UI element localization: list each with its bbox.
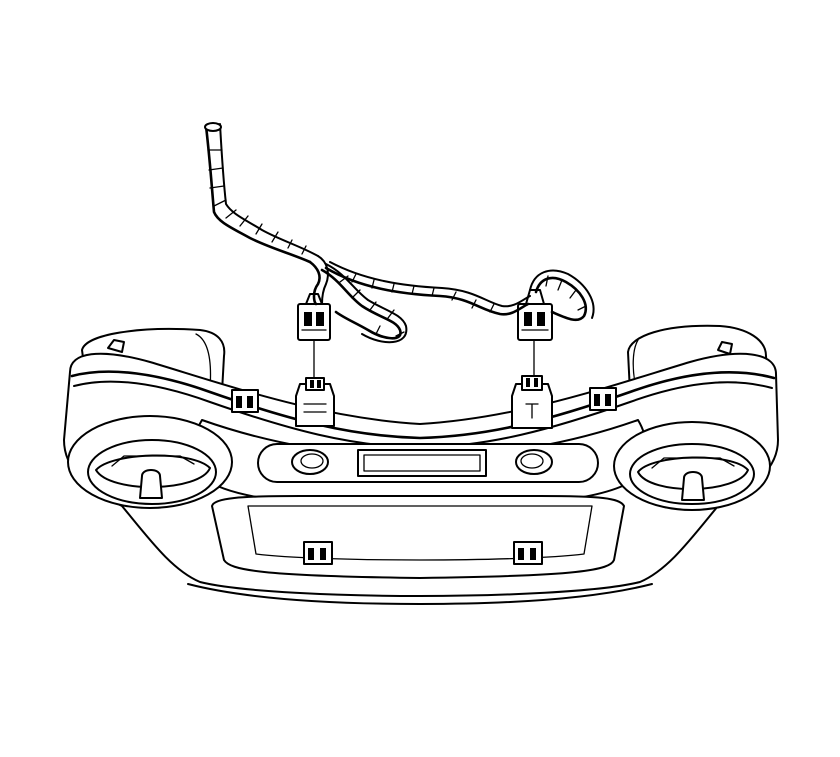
clip-upper-left [231,389,259,413]
storage-compartment [211,495,625,579]
left-socket-pin [310,380,314,388]
harness-right-loop-wrap-marks [545,275,587,311]
left-pod-tab [107,339,125,353]
harness-coil-loop-inner [325,263,408,344]
display-window [357,449,487,477]
clip-slot [247,396,253,408]
harness-left-drop [308,260,321,306]
right-control-button-inner [520,453,544,469]
right-connector-pin [524,312,532,326]
right-console-socket [511,375,553,429]
left-socket-ribs [303,403,327,413]
right-harness-connector [517,289,553,341]
left-reading-lamp [67,415,233,509]
harness-right-run [324,266,530,316]
console-bottom-edge [187,583,653,605]
left-connector-pin [316,312,324,326]
right-reading-lamp [613,421,771,511]
right-connector-body [517,303,553,341]
right-pod-tab [717,341,733,355]
clip-body [589,387,617,411]
clip-slot [605,394,611,406]
right-socket-pin [534,378,538,387]
clip-lower-left [303,541,333,565]
harness-trunk-inner [219,123,319,257]
alignment-lines [313,339,535,379]
clip-slot [236,396,242,408]
left-socket-top [305,377,325,391]
right-socket-pin [526,378,530,387]
left-socket-body [295,383,335,427]
harness-left-drop-inner [317,255,329,305]
right-socket-top [521,375,543,391]
left-socket-pin [317,380,321,388]
left-control-button-inner [300,453,324,469]
storage-door-inner [247,505,593,561]
harness-coil-loop [320,268,402,340]
display-window-inner [363,454,481,472]
clip-slot [320,548,326,560]
right-connector-pin [537,312,545,326]
clip-lower-right [513,541,543,565]
right-lamp-switch [681,471,705,501]
control-elements [291,449,553,477]
harness-trunk-outer [204,124,312,264]
clip-body [231,389,259,413]
clip-slot [518,548,524,560]
clip-slot [530,548,536,560]
right-lamp-lens [637,456,749,490]
left-lamp-lens [95,454,211,488]
harness-right-run-inner [329,261,531,308]
left-console-socket [295,377,335,427]
left-connector-pin [304,312,312,326]
clip-slot [594,394,600,406]
left-lamp-switch [139,469,163,499]
left-lamp-lens-top [111,455,195,467]
clip-slot [308,548,314,560]
harness-end-cap [204,122,222,132]
harness-right-loop-inner [529,269,595,319]
wiring-harness [204,122,595,344]
harness-coil-wrap-marks [339,275,405,337]
harness-run-wrap-marks [351,273,495,313]
right-socket-key [525,403,539,419]
right-lamp-lens-top [651,457,735,469]
harness-wrap-marks [207,149,307,255]
retaining-clips [231,387,617,565]
clip-upper-right [589,387,617,411]
rim-line-upper [70,370,776,440]
left-connector-body [297,303,331,341]
